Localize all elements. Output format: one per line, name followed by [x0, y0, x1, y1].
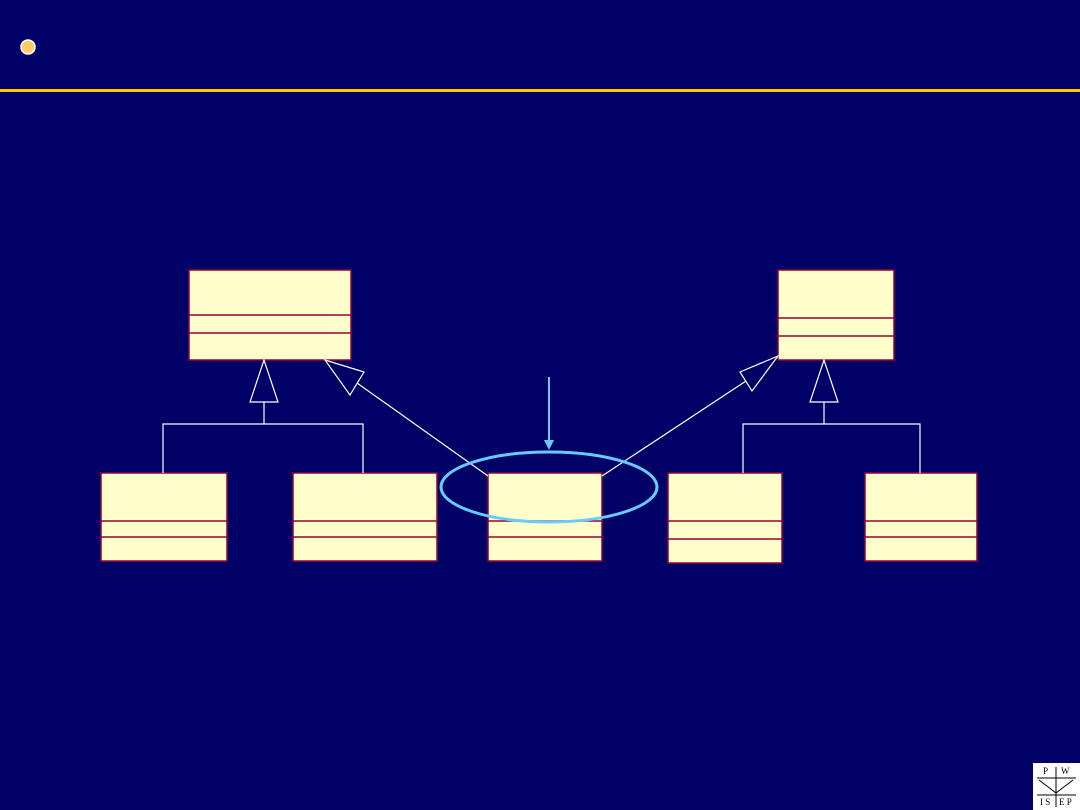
logo-letter: P [1043, 766, 1049, 776]
uml-class-sub-1 [100, 472, 228, 562]
logo-letter: W [1061, 766, 1070, 776]
generalization-left-tree [162, 358, 364, 473]
uml-class-sub-5 [864, 472, 978, 562]
highlight-arrow [544, 377, 554, 450]
logo-letter: E P [1059, 797, 1072, 807]
highlight-ellipse [439, 450, 659, 524]
uml-class-sub-2 [292, 472, 438, 562]
title-rule [0, 89, 1080, 92]
uml-class-sub-4 [667, 472, 783, 564]
title-bullet [20, 39, 36, 55]
isep-logo: P W I S E P [1033, 763, 1080, 810]
uml-class-superclass-left [188, 269, 352, 361]
logo-mark-icon [1037, 767, 1076, 807]
generalization-diagonal-right [601, 354, 780, 477]
uml-class-multiple-inheritance [487, 472, 603, 562]
generalization-right-tree [742, 358, 921, 473]
logo-letter: I S [1040, 797, 1051, 807]
uml-class-superclass-right [777, 269, 895, 361]
generalization-diagonal-left [323, 358, 489, 477]
